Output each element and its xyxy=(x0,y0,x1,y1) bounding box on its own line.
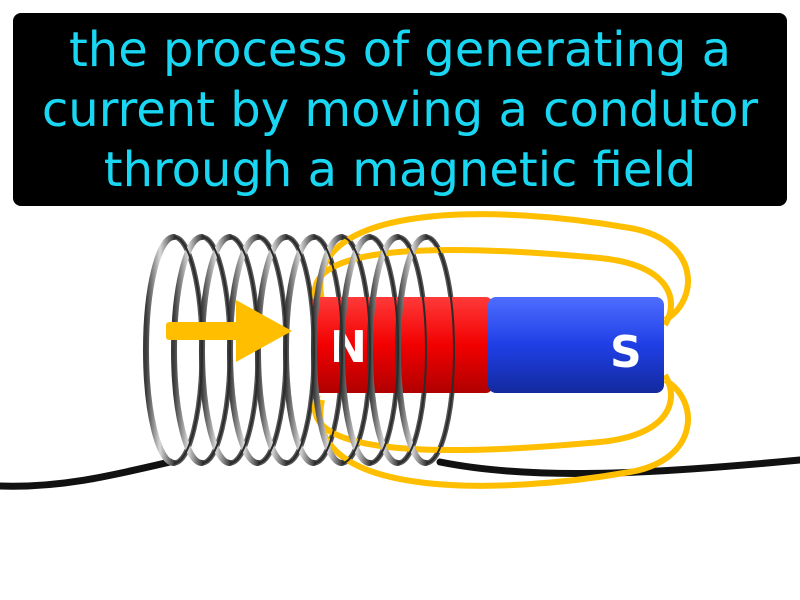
wire-icon xyxy=(0,458,174,490)
motion-arrow-icon xyxy=(166,300,292,362)
north-pole-label: N xyxy=(330,322,367,373)
definition-caption: the process of generating a current by m… xyxy=(13,13,787,206)
south-pole-label: S xyxy=(610,327,642,378)
wire-icon xyxy=(436,456,800,478)
caption-line-1: the process of generating a xyxy=(68,21,732,78)
caption-line-3: through a magnetic field xyxy=(103,141,697,198)
magnetic-field-lines-icon xyxy=(312,211,691,489)
magnet-north-pole xyxy=(312,297,492,393)
caption-line-2: current by moving a condutor xyxy=(41,81,759,138)
magnet-south-pole xyxy=(488,297,664,393)
coil-highlight-icon xyxy=(173,236,455,464)
bar-magnet-icon: N S xyxy=(312,297,664,393)
